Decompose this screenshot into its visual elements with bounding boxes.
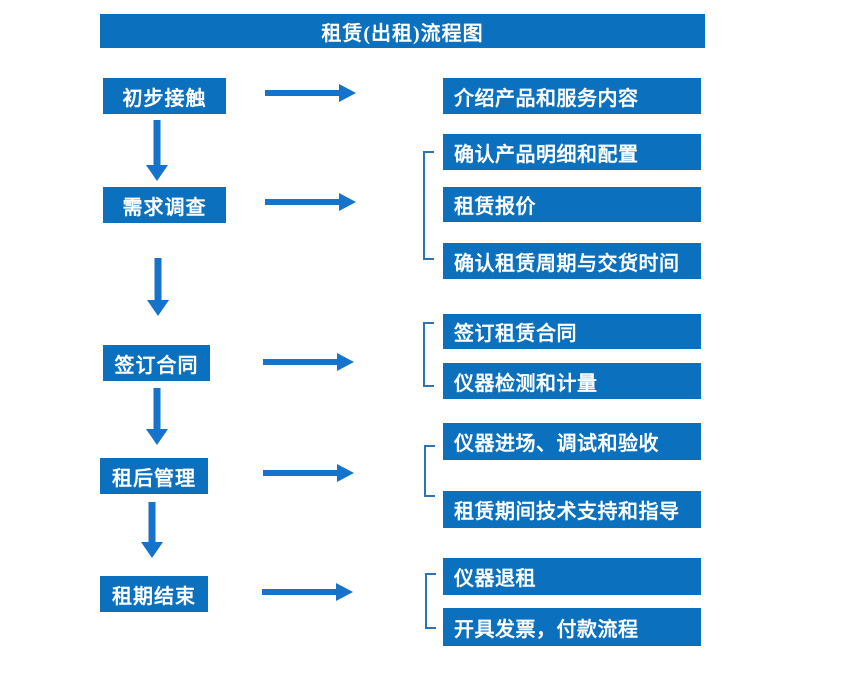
detail-label: 仪器检测和计量	[454, 372, 598, 395]
detail-box-confirm-period-delivery: 确认租赁周期与交货时间	[443, 243, 701, 279]
step-label: 租后管理	[112, 467, 196, 490]
right-arrow-4	[263, 464, 354, 482]
detail-box-rental-quotation: 租赁报价	[443, 187, 701, 222]
step-label: 需求调查	[122, 196, 207, 219]
detail-label: 确认租赁周期与交货时间	[454, 252, 680, 275]
step-label: 初步接触	[122, 87, 207, 110]
step-box-post-rental-management: 租后管理	[100, 458, 208, 494]
detail-box-sign-rental-contract: 签订租赁合同	[443, 314, 701, 349]
detail-label: 确认产品明细和配置	[454, 143, 639, 166]
page-title: 租赁(出租)流程图	[321, 22, 484, 45]
detail-label: 仪器退租	[454, 568, 536, 590]
down-arrow-1	[146, 120, 168, 181]
down-arrow-2	[147, 258, 169, 316]
group-bracket-2	[423, 322, 434, 387]
down-arrow-3	[146, 388, 168, 445]
detail-box-introduce-products: 介绍产品和服务内容	[443, 78, 701, 114]
detail-label: 仪器进场、调试和验收	[454, 433, 659, 455]
detail-box-instrument-testing: 仪器检测和计量	[443, 363, 701, 399]
detail-box-confirm-details-config: 确认产品明细和配置	[443, 134, 701, 170]
detail-label: 签订租赁合同	[454, 323, 577, 345]
right-arrow-5	[262, 583, 353, 601]
step-box-initial-contact: 初步接触	[103, 78, 226, 114]
step-box-rental-end: 租期结束	[100, 576, 208, 612]
detail-box-invoice-payment: 开具发票，付款流程	[443, 608, 701, 646]
detail-label: 开具发票，付款流程	[454, 618, 639, 641]
step-label: 租期结束	[112, 585, 196, 608]
detail-box-instrument-setup-acceptance: 仪器进场、调试和验收	[443, 423, 701, 460]
group-bracket-1	[423, 151, 434, 260]
step-label: 签订合同	[114, 354, 199, 377]
detail-label: 租赁报价	[454, 196, 536, 218]
step-box-demand-survey: 需求调查	[103, 187, 226, 223]
right-arrow-1	[265, 84, 356, 102]
right-arrow-3	[263, 353, 354, 371]
title-banner: 租赁(出租)流程图	[100, 14, 705, 48]
step-box-sign-contract: 签订合同	[103, 345, 210, 381]
right-arrow-2	[265, 193, 356, 211]
detail-label: 介绍产品和服务内容	[454, 87, 639, 110]
group-bracket-3	[424, 445, 435, 497]
down-arrow-4	[141, 502, 163, 558]
detail-box-instrument-return: 仪器退租	[443, 558, 701, 595]
group-bracket-4	[425, 573, 436, 629]
detail-label: 租赁期间技术支持和指导	[454, 501, 680, 523]
detail-box-tech-support: 租赁期间技术支持和指导	[443, 491, 701, 528]
